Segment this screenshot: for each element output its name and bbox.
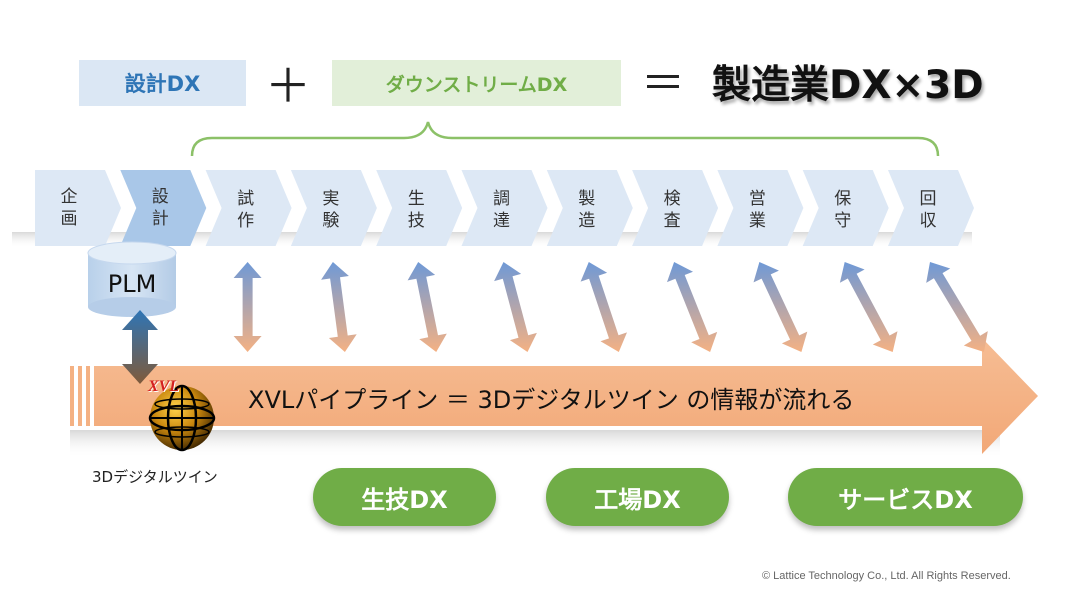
downstream-dx-box: ダウンストリームDX xyxy=(332,60,621,106)
plm-label: PLM xyxy=(107,270,157,298)
exchange-arrow-hoshu xyxy=(839,262,898,352)
step-chevron-jikken xyxy=(290,170,377,246)
step-label-kikaku: 企 画 xyxy=(60,187,78,229)
exchange-arrow-chotatsu xyxy=(494,262,537,352)
step-chevron-kaishu xyxy=(888,170,974,246)
step-label-seizo: 製 造 xyxy=(578,189,596,231)
exchange-arrow-seizo xyxy=(580,262,627,352)
step-chevron-chotatsu xyxy=(461,170,548,246)
exchange-arrow-seigi xyxy=(407,262,447,352)
step-label-hoshu: 保 守 xyxy=(834,189,852,231)
step-label-shisaku: 試 作 xyxy=(237,189,255,231)
step-chevron-seizo xyxy=(546,170,633,246)
downstream-brace xyxy=(190,121,940,157)
pipeline-label: XVLパイプライン ＝ 3Dデジタルツイン の情報が流れる xyxy=(248,386,855,414)
plus-sign: ＋ xyxy=(265,59,311,113)
step-label-jikken: 実 験 xyxy=(322,189,340,231)
exchange-arrow-jikken xyxy=(321,262,357,352)
step-chevron-eigyo xyxy=(717,170,804,246)
kojo-dx-button[interactable]: 工場DX xyxy=(546,468,729,526)
xvl-logo-text: XVL xyxy=(148,378,180,395)
step-chevron-sekkei xyxy=(120,170,207,246)
equals-sign: ＝ xyxy=(641,58,685,109)
result-title: 製造業DX×3D xyxy=(712,63,984,108)
xvl-globe-icon xyxy=(148,384,216,452)
step-label-kaishu: 回 収 xyxy=(919,189,937,231)
process-steps xyxy=(35,170,974,246)
exchange-arrow-shisaku xyxy=(233,262,262,352)
step-label-chotatsu: 調 達 xyxy=(493,189,510,231)
step-chevron-kensa xyxy=(632,170,719,246)
seigi-dx-button[interactable]: 生技DX xyxy=(313,468,496,526)
step-label-eigyo: 営 業 xyxy=(748,189,766,231)
data-exchange-arrows xyxy=(233,262,988,352)
exchange-arrow-kensa xyxy=(667,262,718,352)
step-chevron-seigi xyxy=(376,170,463,246)
design-dx-box: 設計DX xyxy=(79,60,246,106)
pipeline-arrow xyxy=(70,338,1038,454)
step-chevron-kikaku xyxy=(35,170,121,246)
plm-twin-arrow xyxy=(122,310,158,384)
exchange-arrow-eigyo xyxy=(753,262,808,352)
step-label-seigi: 生 技 xyxy=(407,189,425,231)
step-chevron-hoshu xyxy=(802,170,889,246)
plm-database-icon xyxy=(87,241,177,317)
service-dx-button[interactable]: サービスDX xyxy=(788,468,1023,526)
digital-twin-caption: 3Dデジタルツイン xyxy=(92,468,218,486)
exchange-arrow-kaishu xyxy=(926,262,988,352)
step-label-kensa: 検 査 xyxy=(663,189,681,231)
step-chevron-shisaku xyxy=(205,170,292,246)
step-label-sekkei: 設 計 xyxy=(151,187,169,229)
copyright-notice: © Lattice Technology Co., Ltd. All Right… xyxy=(762,570,1011,582)
